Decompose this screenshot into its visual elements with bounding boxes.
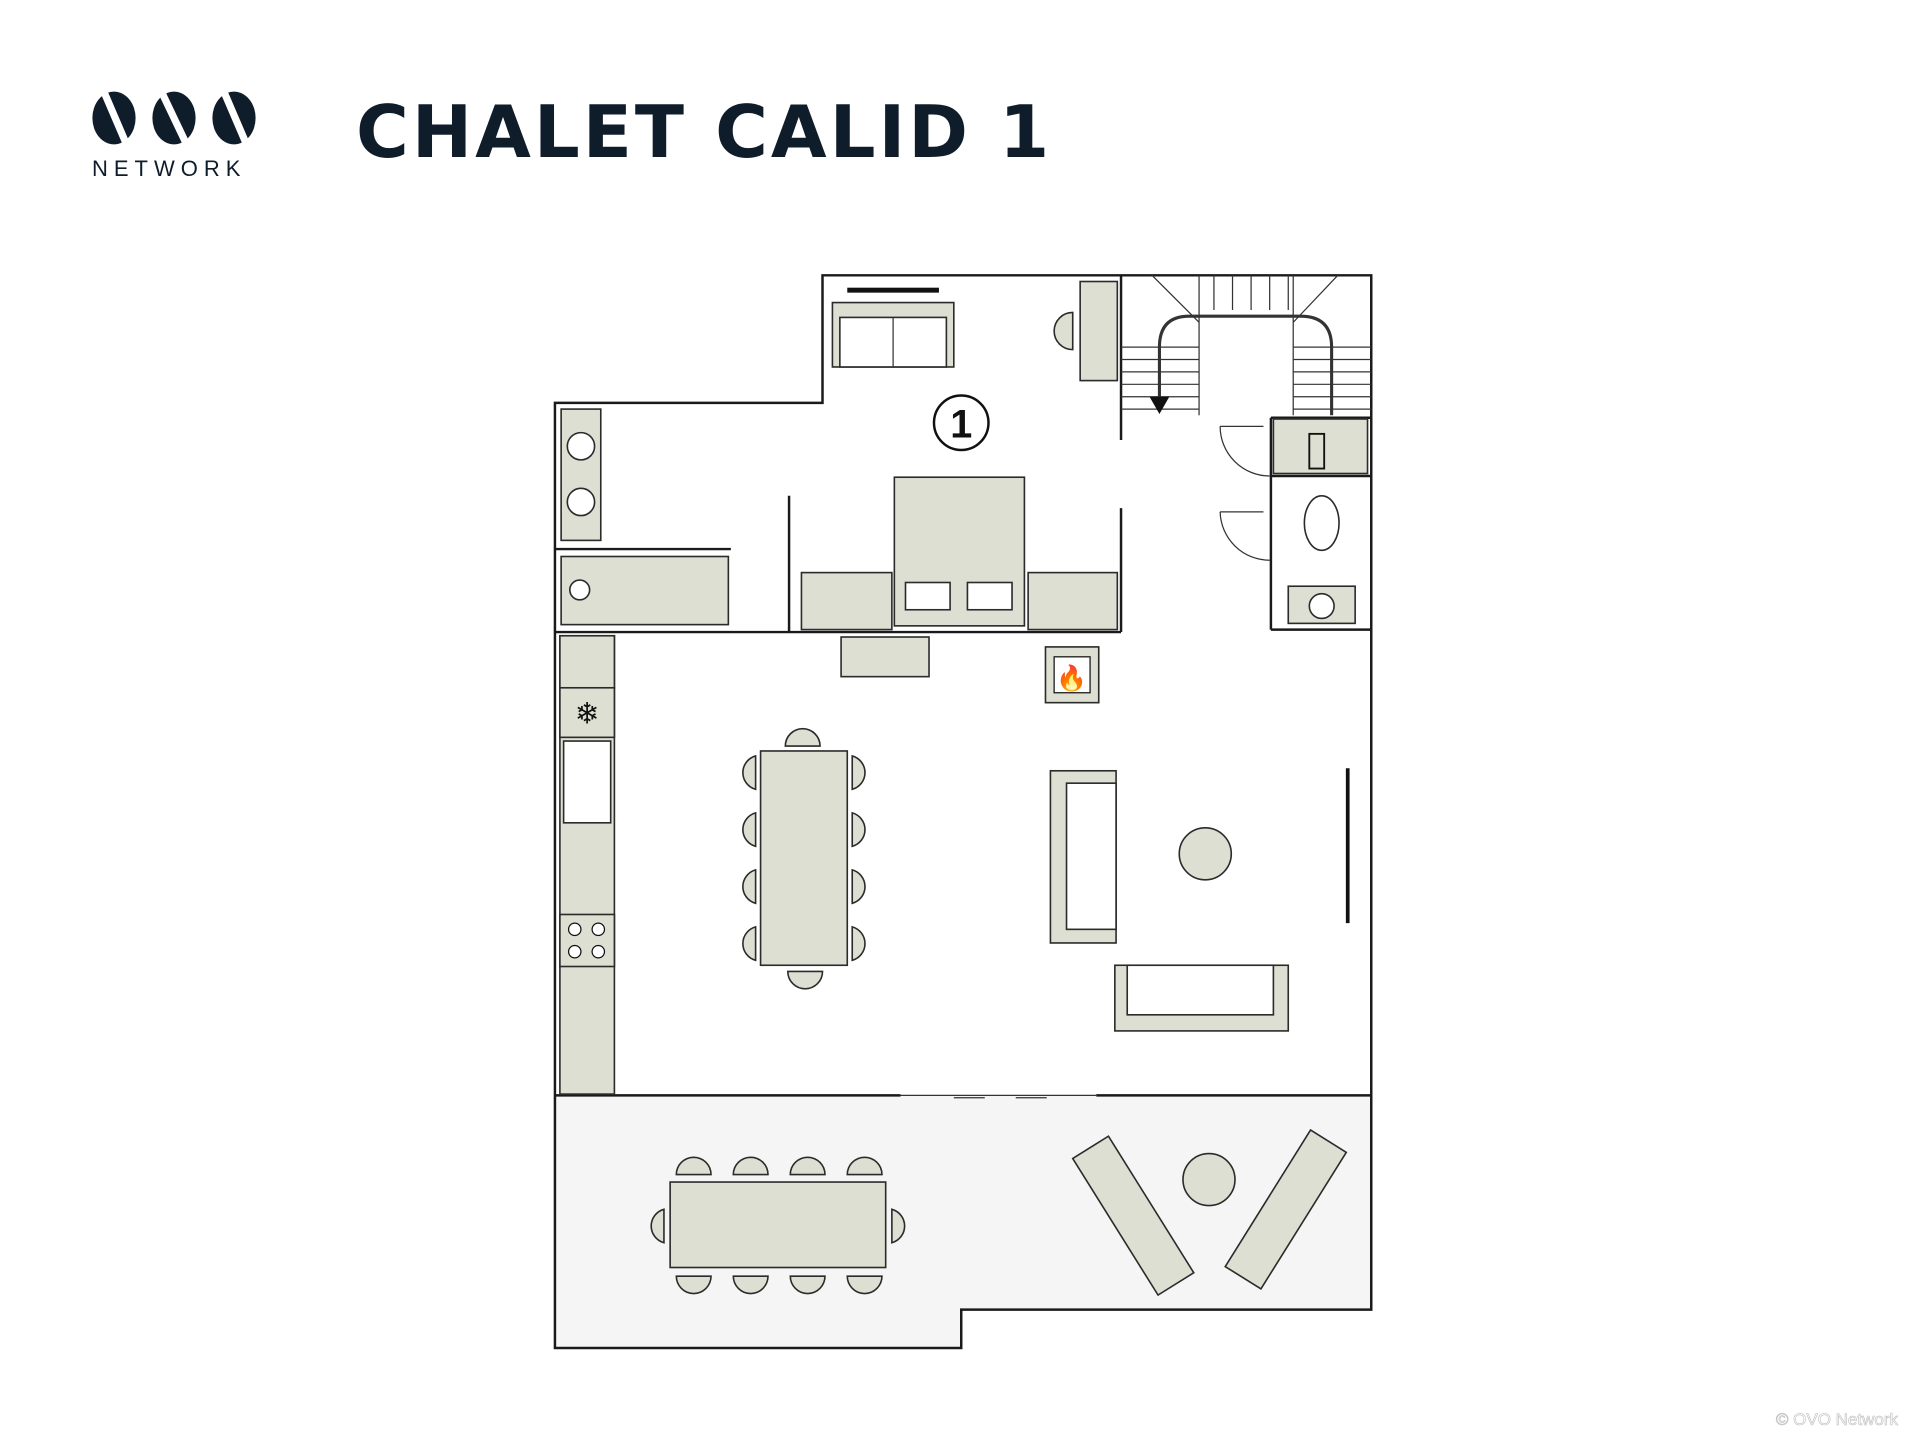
kitchen-sink xyxy=(562,740,612,824)
toilet xyxy=(1303,494,1340,552)
copyright: © OVO Network xyxy=(1775,1410,1899,1430)
stairs-down-arrow-icon xyxy=(1149,396,1170,415)
ovo-logo xyxy=(92,91,256,145)
desk xyxy=(1079,280,1119,382)
logo-text: NETWORK xyxy=(92,156,247,181)
terrace-side-table xyxy=(1182,1152,1236,1207)
page-title: CHALET CALID 1 xyxy=(356,90,1053,174)
room-number-badge xyxy=(932,394,990,452)
tv xyxy=(847,287,939,293)
staircase xyxy=(1121,274,1372,416)
sun-lounger xyxy=(1071,1135,1195,1297)
terrace-table xyxy=(669,1181,887,1269)
dining-table xyxy=(759,750,849,967)
room-number: 1 xyxy=(950,403,972,447)
coffee-table xyxy=(1178,826,1233,881)
fire-icon: 🔥 xyxy=(1056,664,1087,693)
fire-extinguisher xyxy=(1272,418,1369,475)
snowflake-icon: ❄ xyxy=(575,698,600,731)
sun-lounger xyxy=(1224,1128,1348,1291)
interior-walls xyxy=(554,275,1372,1097)
exterior-wall xyxy=(553,274,1373,1350)
patio-door xyxy=(900,1094,1097,1099)
stove-icon xyxy=(567,922,606,959)
